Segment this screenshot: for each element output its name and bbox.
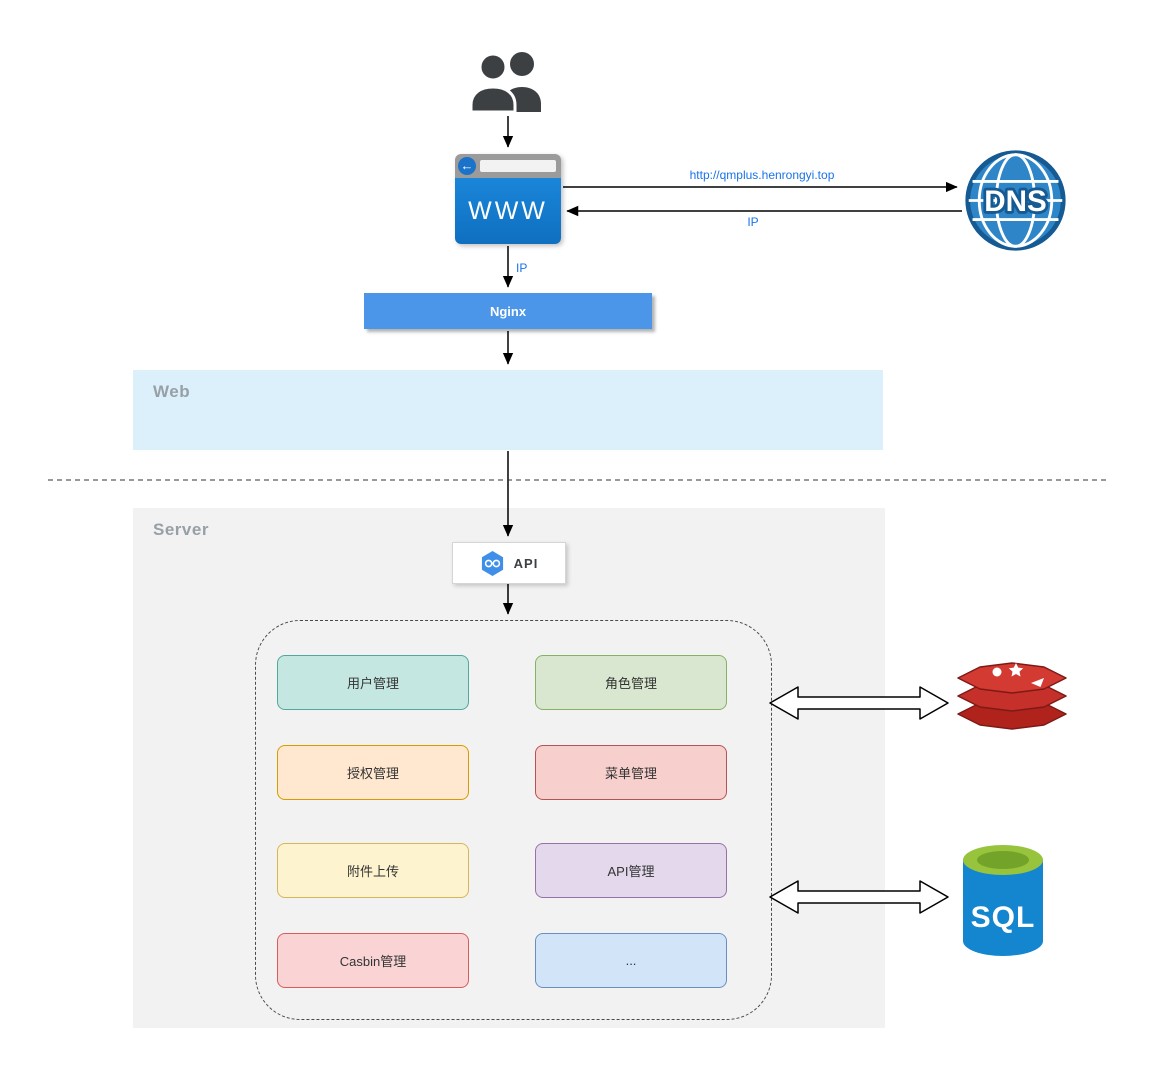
web-zone-label: Web <box>153 382 191 401</box>
server-zone: Server <box>133 508 885 1028</box>
module-box-auth: 授权管理 <box>277 745 469 800</box>
web-zone: Web <box>133 370 883 450</box>
api-hexagon-icon <box>481 550 503 576</box>
browser-window: ← WWW <box>455 154 561 244</box>
module-label: Casbin管理 <box>339 954 407 969</box>
dns-globe-icon: DNS <box>963 148 1068 258</box>
dns-label: DNS <box>984 185 1046 218</box>
browser-label: WWW <box>455 178 561 244</box>
modules-container <box>255 620 772 1020</box>
api-label: API <box>513 555 539 571</box>
server-zone-label: Server <box>153 520 209 539</box>
module-label: 菜单管理 <box>604 766 657 781</box>
api-badge: API <box>452 542 566 584</box>
module-label: 角色管理 <box>604 676 657 691</box>
module-box-api: API管理 <box>535 843 727 898</box>
edge-label-dns-request: http://qmplus.henrongyi.top <box>689 168 835 182</box>
users-icon <box>466 50 550 116</box>
nginx-label: Nginx <box>489 303 527 319</box>
sql-database-icon: SQL <box>953 835 1053 972</box>
address-bar <box>480 160 556 172</box>
module-box-menu: 菜单管理 <box>535 745 727 800</box>
module-label: 授权管理 <box>346 766 399 781</box>
module-box-user: 用户管理 <box>277 655 469 710</box>
module-label: 用户管理 <box>346 676 399 691</box>
nginx-bar: Nginx <box>364 293 652 329</box>
module-box-upload: 附件上传 <box>277 843 469 898</box>
sql-label: SQL <box>971 901 1036 934</box>
back-arrow-icon: ← <box>458 157 476 175</box>
module-box-role: 角色管理 <box>535 655 727 710</box>
module-box-casbin: Casbin管理 <box>277 933 469 988</box>
redis-icon <box>952 652 1072 739</box>
module-label: API管理 <box>607 864 655 879</box>
edge-label-dns-response: IP <box>747 215 759 229</box>
module-box-more: ... <box>535 933 727 988</box>
module-label: 附件上传 <box>346 864 399 879</box>
module-label: ... <box>625 953 637 968</box>
edge-label-browser-nginx: IP <box>516 261 528 275</box>
browser-toolbar: ← <box>455 154 561 178</box>
